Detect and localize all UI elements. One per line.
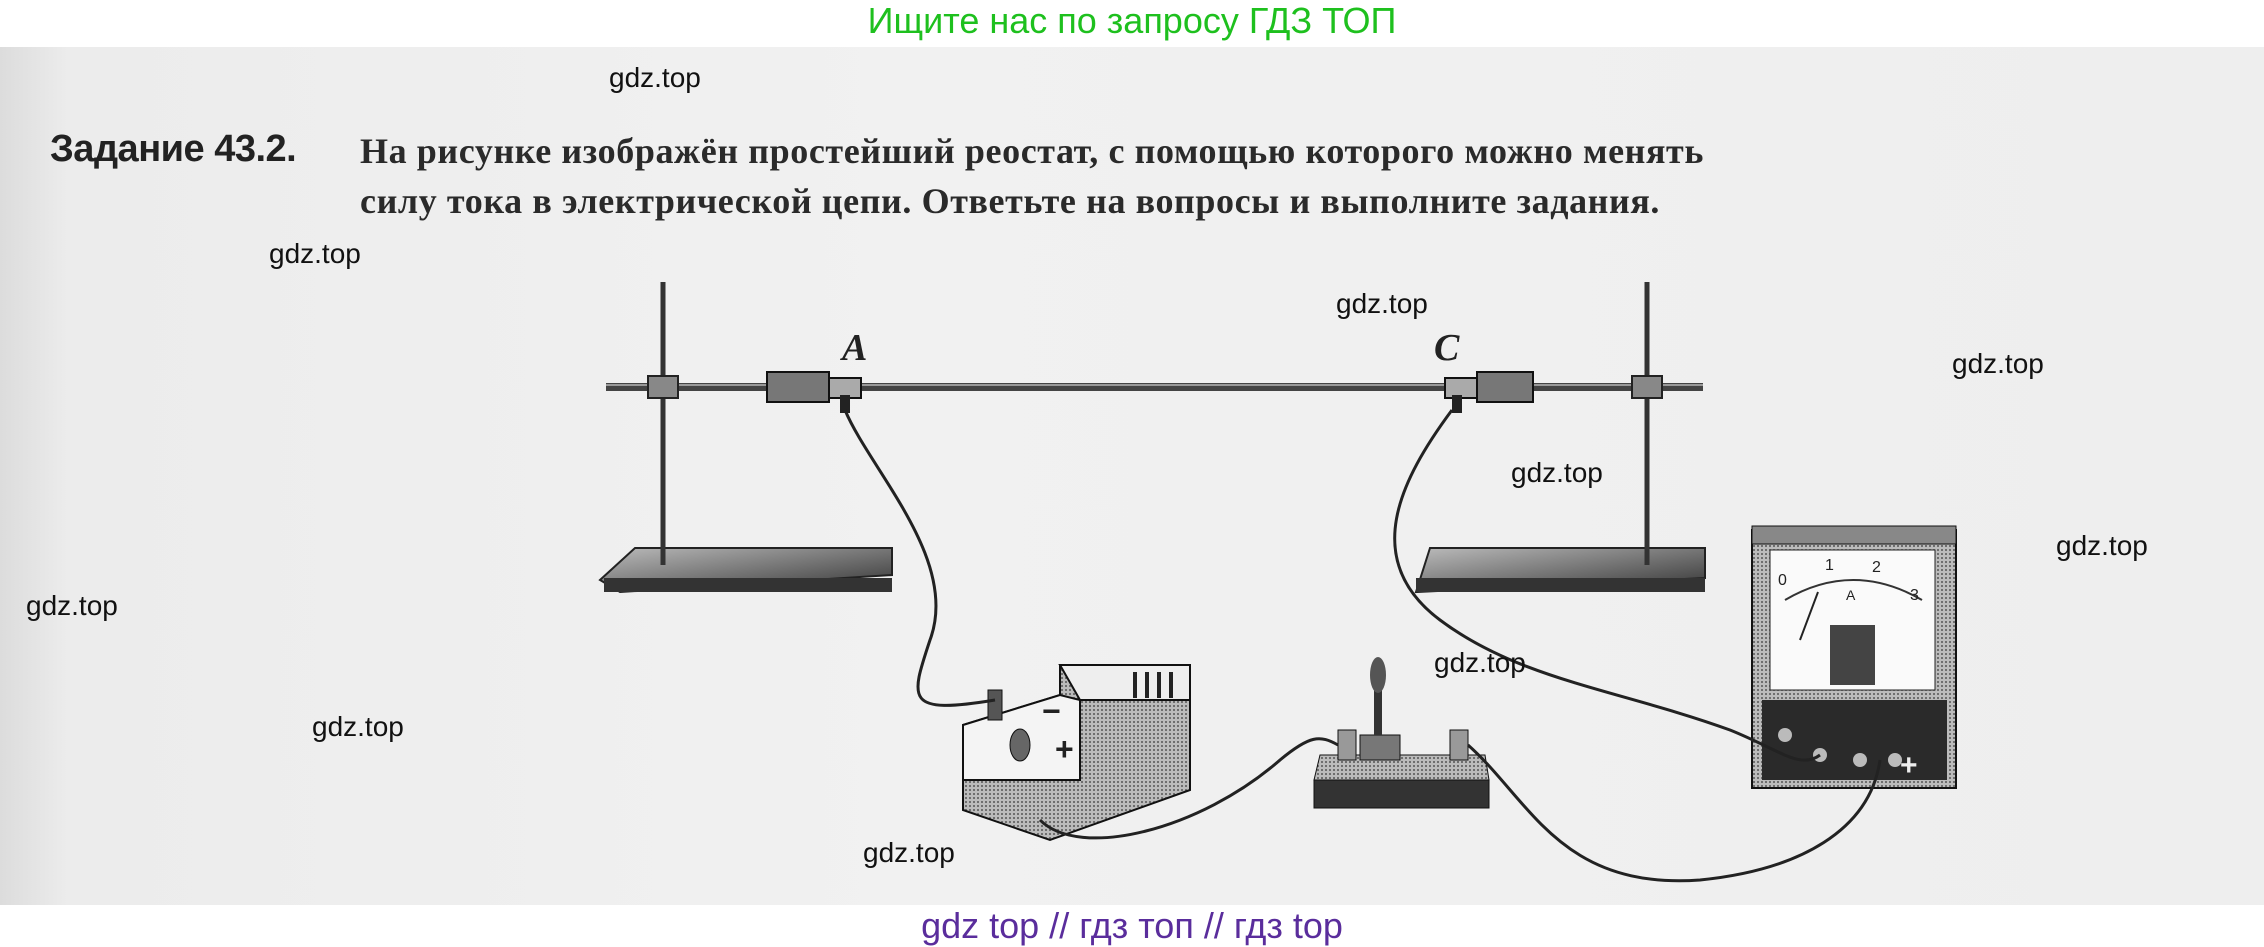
switch[interactable] <box>1313 657 1490 809</box>
footer-banner: gdz top // гдз топ // гдз top <box>921 905 1343 946</box>
search-banner: Ищите нас по запросу ГДЗ ТОП <box>867 0 1397 41</box>
watermark: gdz.top <box>1434 647 1526 678</box>
watermark: gdz.top <box>863 837 955 868</box>
minus-terminal-label: − <box>1042 693 1061 729</box>
watermark: gdz.top <box>1511 457 1603 488</box>
task-text-line-1: На рисунке изображён простейший реостат,… <box>360 131 1704 171</box>
task-text-line-2: силу тока в электрической цепи. Ответьте… <box>360 181 1661 221</box>
power-supply: − + <box>962 664 1191 842</box>
ammeter-unit: A <box>1846 587 1856 603</box>
ammeter-plus-label: + <box>1900 749 1918 782</box>
connecting-wires <box>843 409 1882 883</box>
watermark: gdz.top <box>609 62 701 93</box>
watermark: gdz.top <box>26 590 118 621</box>
label-a: A <box>840 327 867 369</box>
watermark: gdz.top <box>1336 288 1428 319</box>
scale-2: 2 <box>1872 559 1881 576</box>
left-stand <box>598 282 893 594</box>
plus-terminal-label: + <box>1055 731 1074 767</box>
watermark: gdz.top <box>312 711 404 742</box>
scale-1: 1 <box>1825 557 1834 574</box>
watermark: gdz.top <box>2056 530 2148 561</box>
watermark: gdz.top <box>1952 348 2044 379</box>
right-stand <box>1414 282 1706 594</box>
scale-0: 0 <box>1778 572 1787 589</box>
task-title: Задание 43.2. <box>50 128 297 170</box>
ammeter: 0 1 2 3 A + <box>1751 525 1957 789</box>
clip-c[interactable] <box>1444 371 1534 413</box>
watermark: gdz.top <box>269 238 361 269</box>
label-c: C <box>1434 327 1460 369</box>
scale-3: 3 <box>1910 587 1919 604</box>
clip-a[interactable] <box>766 371 862 413</box>
